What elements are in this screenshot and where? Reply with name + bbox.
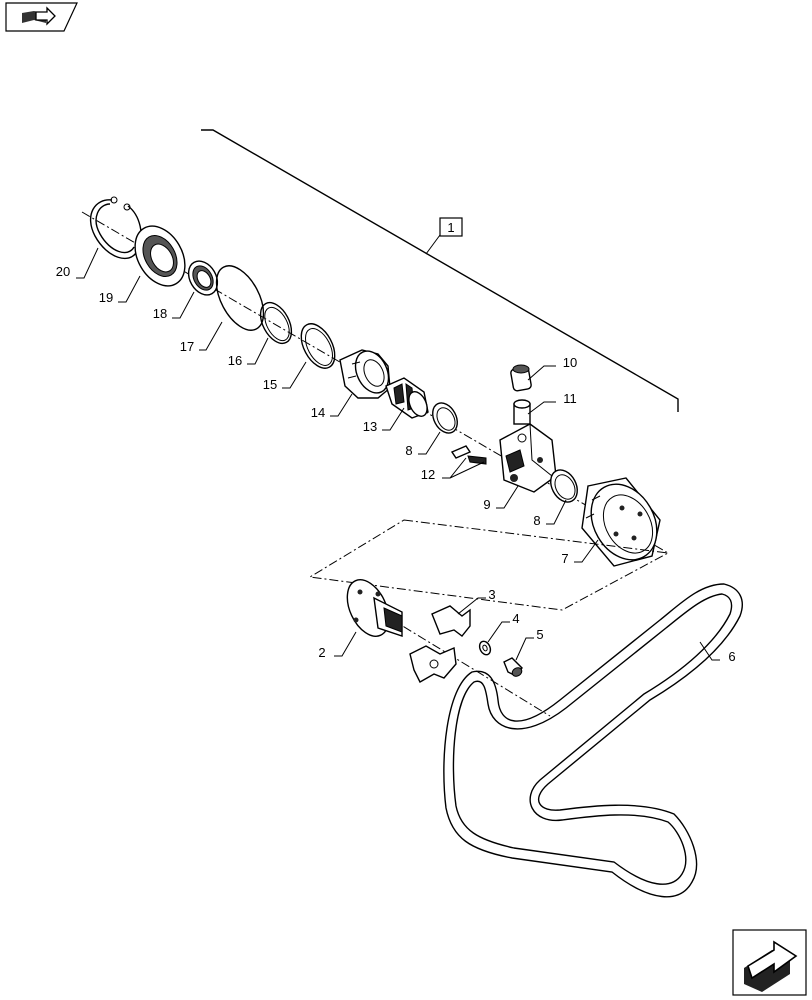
svg-text:2: 2 — [318, 645, 325, 660]
svg-text:9: 9 — [483, 497, 490, 512]
ring-8-upper — [432, 402, 458, 434]
callout-12: 12 — [421, 457, 485, 482]
ring-15 — [300, 323, 336, 369]
callout-19: 19 — [99, 275, 141, 305]
callout-5: 5 — [515, 627, 544, 661]
svg-text:18: 18 — [153, 306, 167, 321]
assembly-bracket: 1 — [201, 129, 679, 412]
callout-2: 2 — [318, 631, 357, 660]
callout-13: 13 — [363, 407, 405, 434]
callout-20: 20 — [56, 247, 99, 279]
drive-belt-6 — [443, 583, 743, 898]
callout-16: 16 — [228, 337, 269, 368]
pulley-drum-7 — [581, 477, 661, 567]
svg-text:8: 8 — [533, 513, 540, 528]
reference-frame — [308, 519, 670, 611]
assembly-label-box — [439, 217, 463, 237]
callout-18: 18 — [153, 291, 195, 321]
svg-text:5: 5 — [536, 627, 543, 642]
svg-text:14: 14 — [311, 405, 325, 420]
shaft-13 — [385, 377, 429, 419]
snap-ring-20 — [89, 196, 142, 260]
svg-text:11: 11 — [563, 391, 577, 406]
svg-text:16: 16 — [228, 353, 242, 368]
callout-11: 11 — [527, 391, 577, 415]
book-arrow-icon[interactable] — [5, 2, 78, 32]
callout-14: 14 — [311, 393, 353, 420]
svg-text:4: 4 — [512, 611, 519, 626]
callout-17: 17 — [180, 321, 223, 354]
svg-text:6: 6 — [728, 649, 735, 664]
ring-8-lower — [550, 469, 578, 503]
plug-10 — [510, 364, 532, 392]
svg-text:13: 13 — [363, 419, 377, 434]
svg-text:19: 19 — [99, 290, 113, 305]
svg-text:20: 20 — [56, 264, 70, 279]
callout-8-upper: 8 — [405, 431, 441, 458]
callout-7: 7 — [561, 539, 599, 566]
bolt-5 — [503, 657, 523, 677]
ring-16 — [259, 301, 293, 345]
svg-text:10: 10 — [563, 355, 577, 370]
washer-4 — [478, 640, 492, 656]
pins-12 — [450, 445, 487, 465]
callout-10: 10 — [527, 355, 577, 381]
callout-9: 9 — [483, 485, 519, 512]
ring-18 — [187, 260, 219, 296]
svg-text:15: 15 — [263, 377, 277, 392]
next-page-arrow-icon[interactable] — [732, 929, 807, 996]
svg-text:8: 8 — [405, 443, 412, 458]
valve-body-9 — [499, 423, 557, 493]
svg-text:12: 12 — [421, 467, 435, 482]
callouts: 20 19 18 17 16 15 14 13 — [56, 247, 736, 664]
callout-6: 6 — [699, 641, 736, 664]
svg-text:17: 17 — [180, 339, 194, 354]
callout-15: 15 — [263, 361, 307, 392]
callout-3: 3 — [457, 587, 496, 615]
flange-hub-2 — [346, 579, 403, 637]
assembly-label: 1 — [447, 220, 454, 235]
o-ring-17 — [215, 265, 265, 331]
svg-text:3: 3 — [488, 587, 495, 602]
callout-8-lower: 8 — [533, 499, 567, 528]
callout-4: 4 — [487, 611, 520, 643]
sleeve-11 — [513, 399, 531, 425]
housing-14 — [339, 349, 391, 399]
seal-19 — [134, 225, 186, 287]
star-plates-3 — [409, 605, 471, 683]
svg-text:7: 7 — [561, 551, 568, 566]
